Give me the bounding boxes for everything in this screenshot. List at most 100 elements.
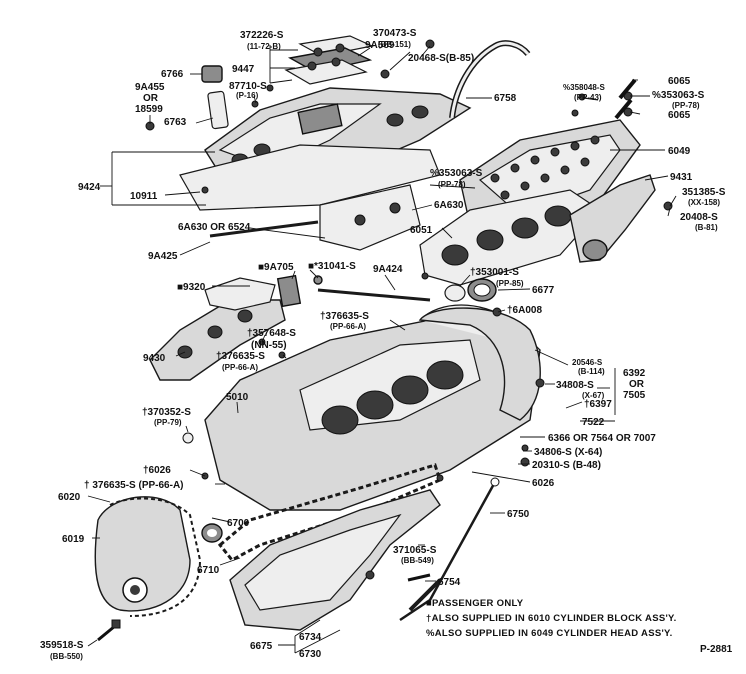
label-34806: 34806-S (X-64) [534, 447, 602, 458]
label-359518-sub: (BB-550) [50, 652, 83, 661]
label-372226: 372226-S [240, 30, 284, 41]
label-6397: †6397 [584, 399, 612, 410]
legend-block: †ALSO SUPPLIED IN 6010 CYLINDER BLOCK AS… [426, 613, 677, 624]
label-357648: †357648-S [247, 328, 296, 339]
label-87710-sub: (P-16) [236, 91, 259, 100]
label-6754: 6754 [438, 577, 461, 588]
label-20408: 20408-S [680, 212, 718, 223]
dipstick [399, 481, 497, 622]
label-353001-sub: (PP-85) [496, 279, 524, 288]
label-34808: 34808-S [556, 380, 594, 391]
label-6766: 6766 [161, 69, 184, 80]
label-6392-or: OR [629, 379, 645, 390]
thermostat-housing [201, 65, 229, 130]
label-353063-b: %353063-S [430, 168, 483, 179]
part-labels: 372226-S (11-72-B) 370473-S (BB-151) 9A5… [40, 28, 726, 661]
timing-cover-gasket [109, 497, 202, 617]
label-9a425: 9A425 [148, 251, 178, 262]
dipstick-tube [408, 578, 442, 612]
label-9a455: 9A455 [135, 82, 165, 93]
label-376635-b: †376635-S [216, 351, 265, 362]
label-20546-sub: (B-114) [578, 367, 605, 376]
leader-lines [87, 45, 677, 654]
label-6049: 6049 [668, 146, 691, 157]
label-9a705: ■9A705 [258, 262, 294, 273]
legend: ■PASSENGER ONLY †ALSO SUPPLIED IN 6010 C… [426, 598, 677, 639]
label-6019: 6019 [62, 534, 85, 545]
label-6366: 6366 OR 7564 OR 7007 [548, 433, 656, 444]
label-376635-c: † 376635-S (PP-66-A) [84, 480, 184, 491]
label-87710: 87710-S [229, 81, 267, 92]
carburetor-gasket-stack [284, 35, 374, 85]
label-6710: 6710 [197, 565, 220, 576]
label-9a424: 9A424 [373, 264, 403, 275]
label-351385: 351385-S [682, 187, 726, 198]
valley-gasket [179, 144, 441, 251]
label-20310: 20310-S (B-48) [532, 460, 601, 471]
label-370352-sub: (PP-79) [154, 418, 182, 427]
label-9a589: 9A589 [365, 40, 395, 51]
timing-cover [94, 496, 191, 612]
label-376635-a: †376635-S [320, 311, 369, 322]
label-18599: 18599 [135, 104, 163, 115]
label-10911: 10911 [130, 191, 158, 202]
label-6675: 6675 [250, 641, 273, 652]
label-358048-sub: (PP-43) [574, 93, 602, 102]
label-353001: †353001-S [470, 267, 519, 278]
label-6020: 6020 [58, 492, 81, 503]
filter-9a705 [276, 274, 302, 308]
label-6677: 6677 [532, 285, 555, 296]
label-6065-b: 6065 [668, 110, 691, 121]
label-6392: 6392 [623, 368, 646, 379]
label-370473: 370473-S [373, 28, 417, 39]
label-9447: 9447 [232, 64, 255, 75]
head-gasket [419, 189, 601, 286]
label-6026-b: 6026 [532, 478, 555, 489]
label-376635-b-sub: (PP-66-A) [222, 363, 258, 372]
exhaust-manifold-right [569, 174, 656, 263]
oil-pan-gasket [217, 463, 442, 562]
label-351385-sub: (XX-158) [688, 198, 720, 207]
legend-passenger: ■PASSENGER ONLY [426, 598, 524, 609]
label-6730: 6730 [299, 649, 322, 660]
label-9424: 9424 [78, 182, 101, 193]
label-6026-a: †6026 [143, 465, 171, 476]
rod-9a424 [317, 288, 431, 302]
label-359518: 359518-S [40, 640, 84, 651]
label-6763: 6763 [164, 117, 187, 128]
oil-pan [229, 489, 441, 631]
label-20408-sub: (B-81) [695, 223, 718, 232]
bolt-359518 [97, 619, 121, 642]
label-371065-sub: (BB-549) [401, 556, 434, 565]
label-353063-a: %353063-S [652, 90, 705, 101]
label-9a455-or: OR [143, 93, 159, 104]
label-6065-a: 6065 [668, 76, 691, 87]
label-353063-a-sub: (PP-78) [672, 101, 700, 110]
label-6a630: 6A630 [434, 200, 464, 211]
small-fasteners [145, 39, 673, 580]
label-371065: 371065-S [393, 545, 437, 556]
label-6a630-or-6524: 6A630 OR 6524 [178, 222, 251, 233]
label-20468: 20468-S(B-85) [408, 53, 474, 64]
label-358048: %358048-S [563, 83, 605, 92]
label-357648-sub: (NN-55) [251, 340, 287, 351]
label-9430: 9430 [143, 353, 166, 364]
seal-ring [444, 278, 497, 302]
label-20546: 20546-S [572, 358, 603, 367]
label-34808-sub: (X-67) [582, 391, 605, 400]
label-370473-sub: (BB-151) [378, 40, 411, 49]
label-6051: 6051 [410, 225, 433, 236]
label-6700: 6700 [227, 518, 250, 529]
label-5010: 5010 [226, 392, 249, 403]
label-7522: 7522 [582, 417, 605, 428]
label-370352: †370352-S [142, 407, 191, 418]
label-376635-a-sub: (PP-66-A) [330, 322, 366, 331]
legend-head: %ALSO SUPPLIED IN 6049 CYLINDER HEAD ASS… [426, 628, 673, 639]
push-rod [209, 220, 319, 238]
label-372226-sub: (11-72-B) [247, 42, 281, 51]
label-6734: 6734 [299, 632, 322, 643]
label-9320: ■9320 [177, 282, 206, 293]
label-31041: ■*31041-S [308, 261, 356, 272]
label-6a008: †6A008 [507, 305, 542, 316]
